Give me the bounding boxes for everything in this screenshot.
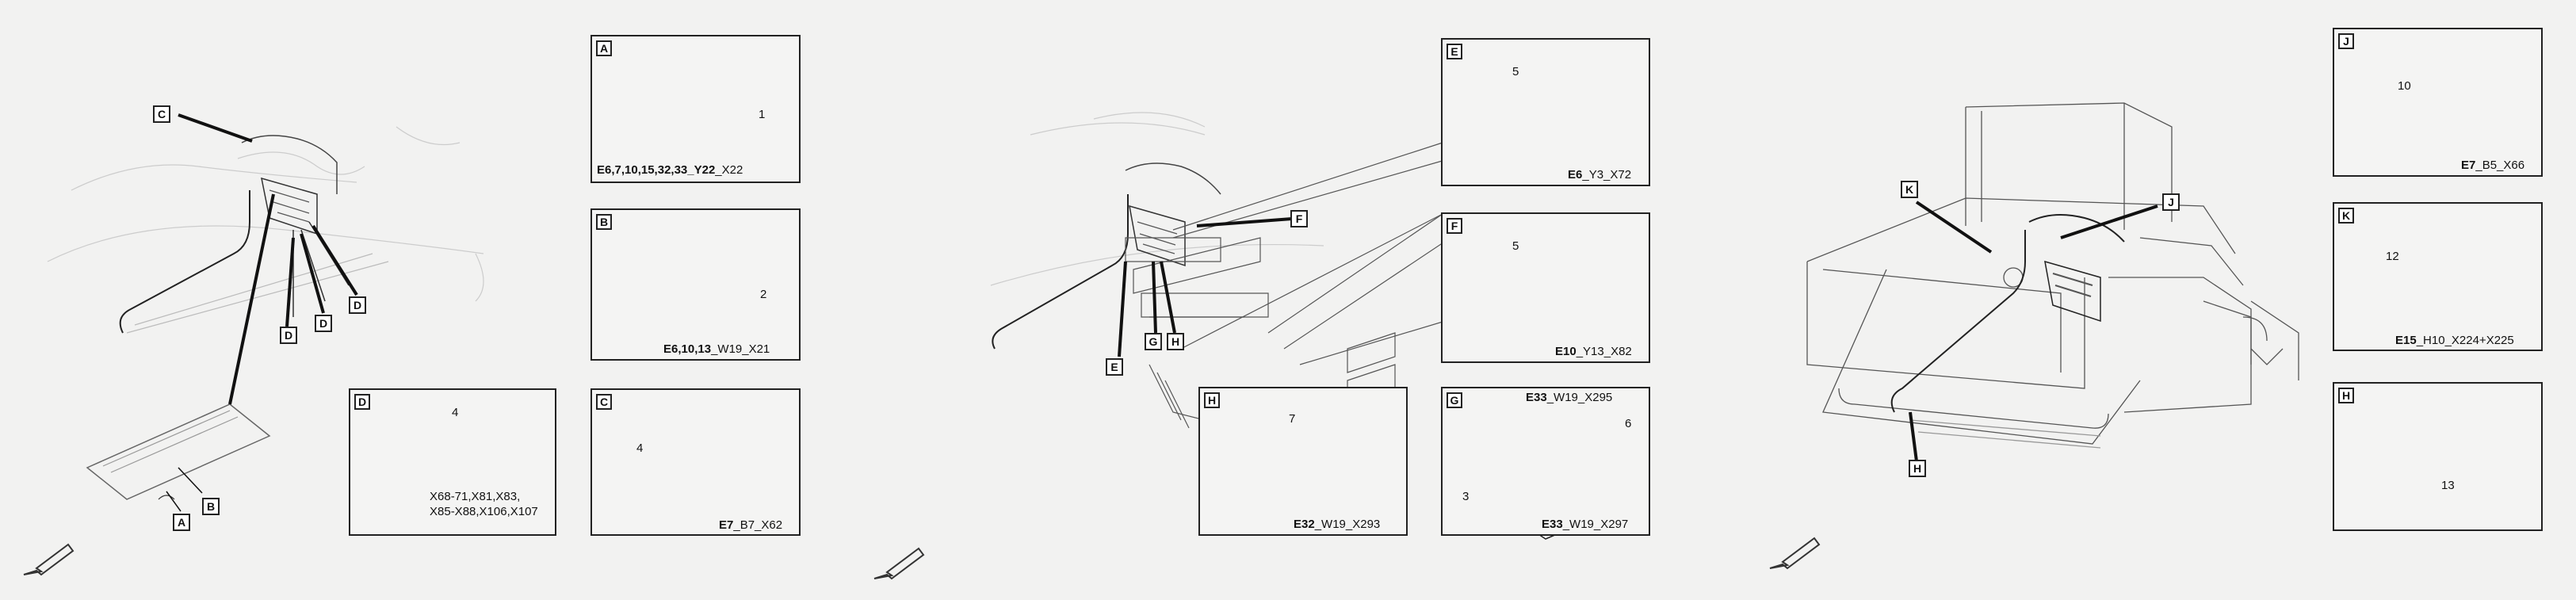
callout-h: H	[1167, 333, 1184, 350]
box-label: D	[354, 394, 370, 410]
detail-box-g: G E33_W19_X295 6 3 E33_W19_X297	[1441, 387, 1650, 536]
item-number: 4	[636, 441, 644, 455]
item-number: 12	[2386, 250, 2399, 263]
callout-c: C	[153, 105, 170, 123]
box-label: C	[596, 394, 612, 410]
item-number: 13	[2441, 479, 2455, 492]
box-caption: E10_Y13_X82	[1555, 345, 1632, 358]
item-number: 7	[1289, 412, 1296, 426]
box-label: B	[596, 214, 612, 230]
box-caption: E7_B5_X66	[2461, 159, 2525, 172]
box-label: H	[2338, 388, 2354, 403]
box-caption-top: E33_W19_X295	[1526, 391, 1613, 404]
item-number: 5	[1512, 239, 1519, 253]
detail-box-d: D 4 X68-71,X81,X83, X85-X88,X106,X107	[349, 388, 556, 536]
box-caption: E32_W19_X293	[1294, 518, 1381, 531]
callout-d: D	[349, 296, 366, 314]
detail-box-j: J 10 E7_B5_X66	[2333, 28, 2543, 177]
detail-box-a: A 1 E6,7,10,15,32,33_Y22_X22	[590, 35, 801, 183]
callout-k: K	[1901, 181, 1918, 198]
box-caption: E6_Y3_X72	[1568, 168, 1632, 182]
detail-box-f: F 5 E10_Y13_X82	[1441, 212, 1650, 363]
callout-h: H	[1909, 460, 1926, 477]
box-label: A	[596, 40, 612, 56]
callout-d: D	[315, 315, 332, 332]
item-number: 1	[759, 108, 766, 121]
item-number: 5	[1512, 65, 1519, 78]
callout-e: E	[1106, 358, 1123, 376]
box-label: J	[2338, 33, 2354, 49]
item-number: 3	[1462, 490, 1470, 503]
detail-box-b: B 2 E6,10,13_W19_X21	[590, 208, 801, 361]
box-label: F	[1447, 218, 1462, 234]
box-caption: E7_B7_X62	[719, 518, 783, 532]
box-caption: E33_W19_X297	[1542, 518, 1629, 531]
detail-box-h-panel3: H 13	[2333, 382, 2543, 531]
connector-list: X68-71,X81,X83, X85-X88,X106,X107	[430, 490, 538, 518]
item-number: 4	[452, 406, 459, 419]
callout-a: A	[173, 514, 190, 531]
callout-g: G	[1145, 333, 1162, 350]
box-label: K	[2338, 208, 2354, 224]
callout-j: J	[2162, 193, 2180, 211]
item-number: 6	[1625, 417, 1632, 430]
box-label: E	[1447, 44, 1462, 59]
callout-d: D	[280, 327, 297, 344]
item-number: 10	[2398, 79, 2411, 93]
box-caption: E6,10,13_W19_X21	[663, 342, 770, 356]
callout-f: F	[1290, 210, 1308, 227]
box-caption: E6,7,10,15,32,33_Y22_X22	[597, 163, 743, 177]
box-label: H	[1204, 392, 1220, 408]
box-label: G	[1447, 392, 1462, 408]
paver-machine-icon	[1806, 102, 2299, 449]
box-caption: E15_H10_X224+X225	[2395, 334, 2514, 347]
detail-box-h: H 7 E32_W19_X293	[1198, 387, 1408, 536]
item-number: 2	[760, 288, 767, 301]
detail-box-c: C 4 E7_B7_X62	[590, 388, 801, 536]
detail-box-e: E 5 E6_Y3_X72	[1441, 38, 1650, 186]
detail-box-k: K 12 E15_H10_X224+X225	[2333, 202, 2543, 351]
callout-b: B	[202, 498, 220, 515]
direction-arrows	[23, 537, 1821, 580]
